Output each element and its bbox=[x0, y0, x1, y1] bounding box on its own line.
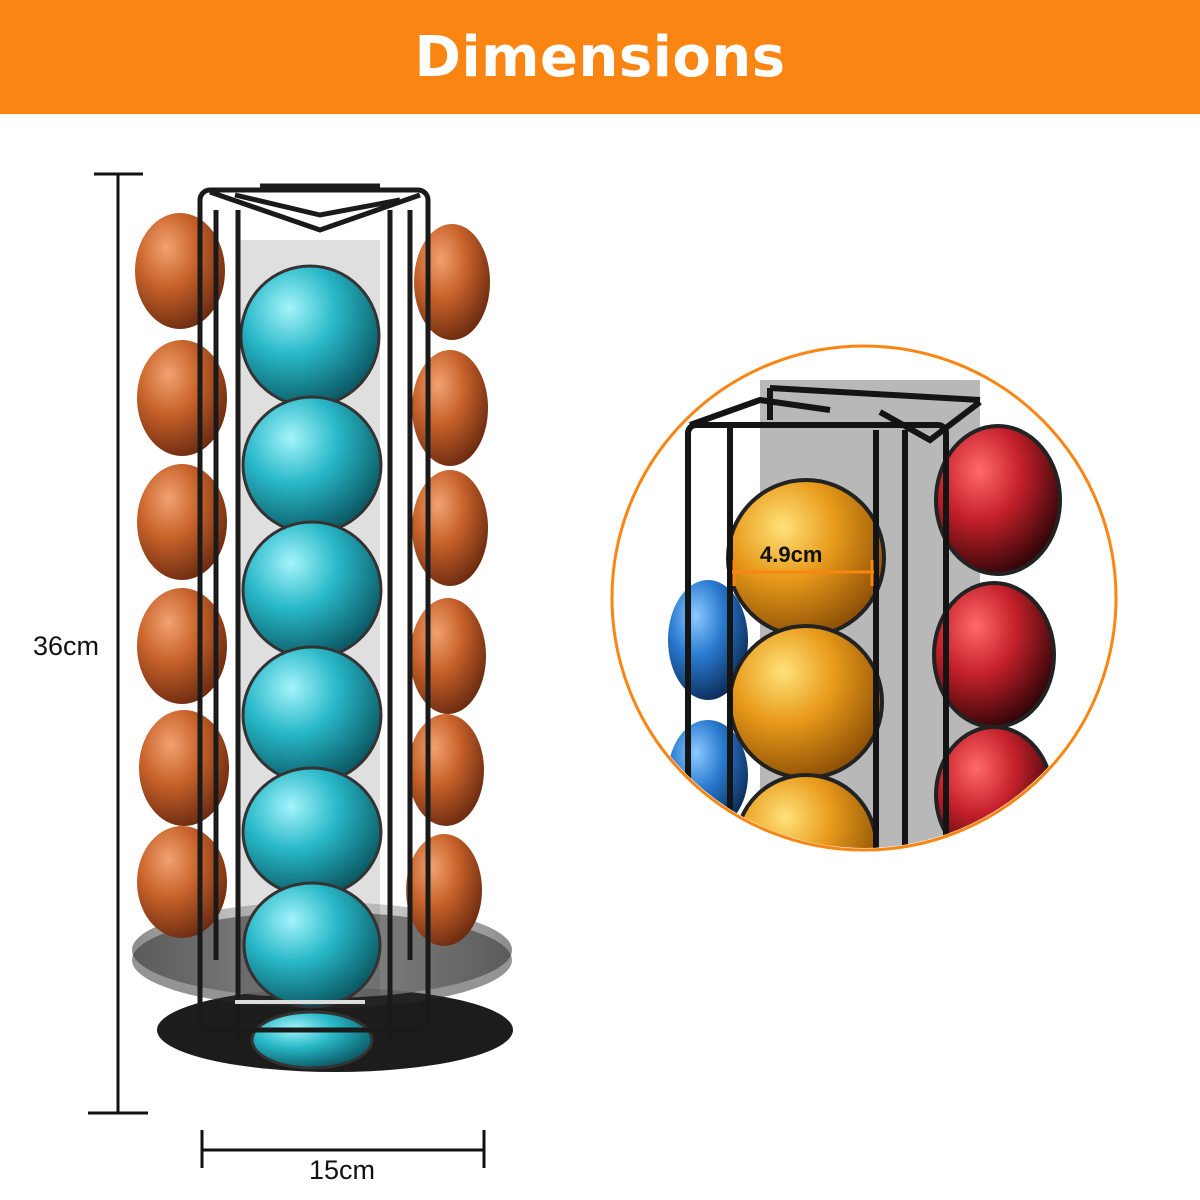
capsule-width-indicator bbox=[732, 560, 874, 586]
teal-capsules-center bbox=[239, 240, 383, 1070]
height-dimension-line bbox=[88, 172, 148, 1115]
width-dimension-line bbox=[200, 1130, 486, 1168]
zoom-detail-circle bbox=[610, 344, 1118, 852]
copper-capsules-right bbox=[406, 224, 490, 946]
banner-title: Dimensions bbox=[414, 24, 786, 90]
capsule-diameter-label: 4.9cm bbox=[760, 542, 823, 567]
product-photo bbox=[88, 172, 1118, 1168]
height-label: 36cm bbox=[33, 631, 100, 661]
wire-frame bbox=[197, 183, 431, 1040]
title-banner: Dimensions bbox=[0, 0, 1200, 114]
width-label: 15cm bbox=[309, 1155, 376, 1185]
